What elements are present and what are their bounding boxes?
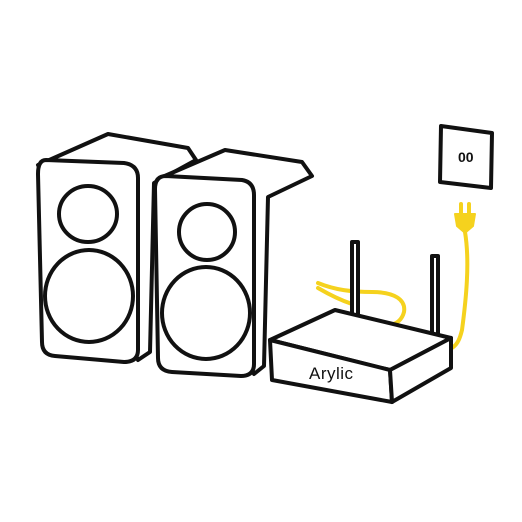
amplifier-icon: Arylic <box>268 308 453 404</box>
socket-label: 00 <box>458 149 474 165</box>
power-cable-icon <box>316 230 470 350</box>
power-plug-icon <box>454 202 476 233</box>
brand-label: Arylic <box>309 364 354 383</box>
right-speaker-icon <box>153 148 314 378</box>
wall-socket-icon: 00 <box>438 124 494 190</box>
